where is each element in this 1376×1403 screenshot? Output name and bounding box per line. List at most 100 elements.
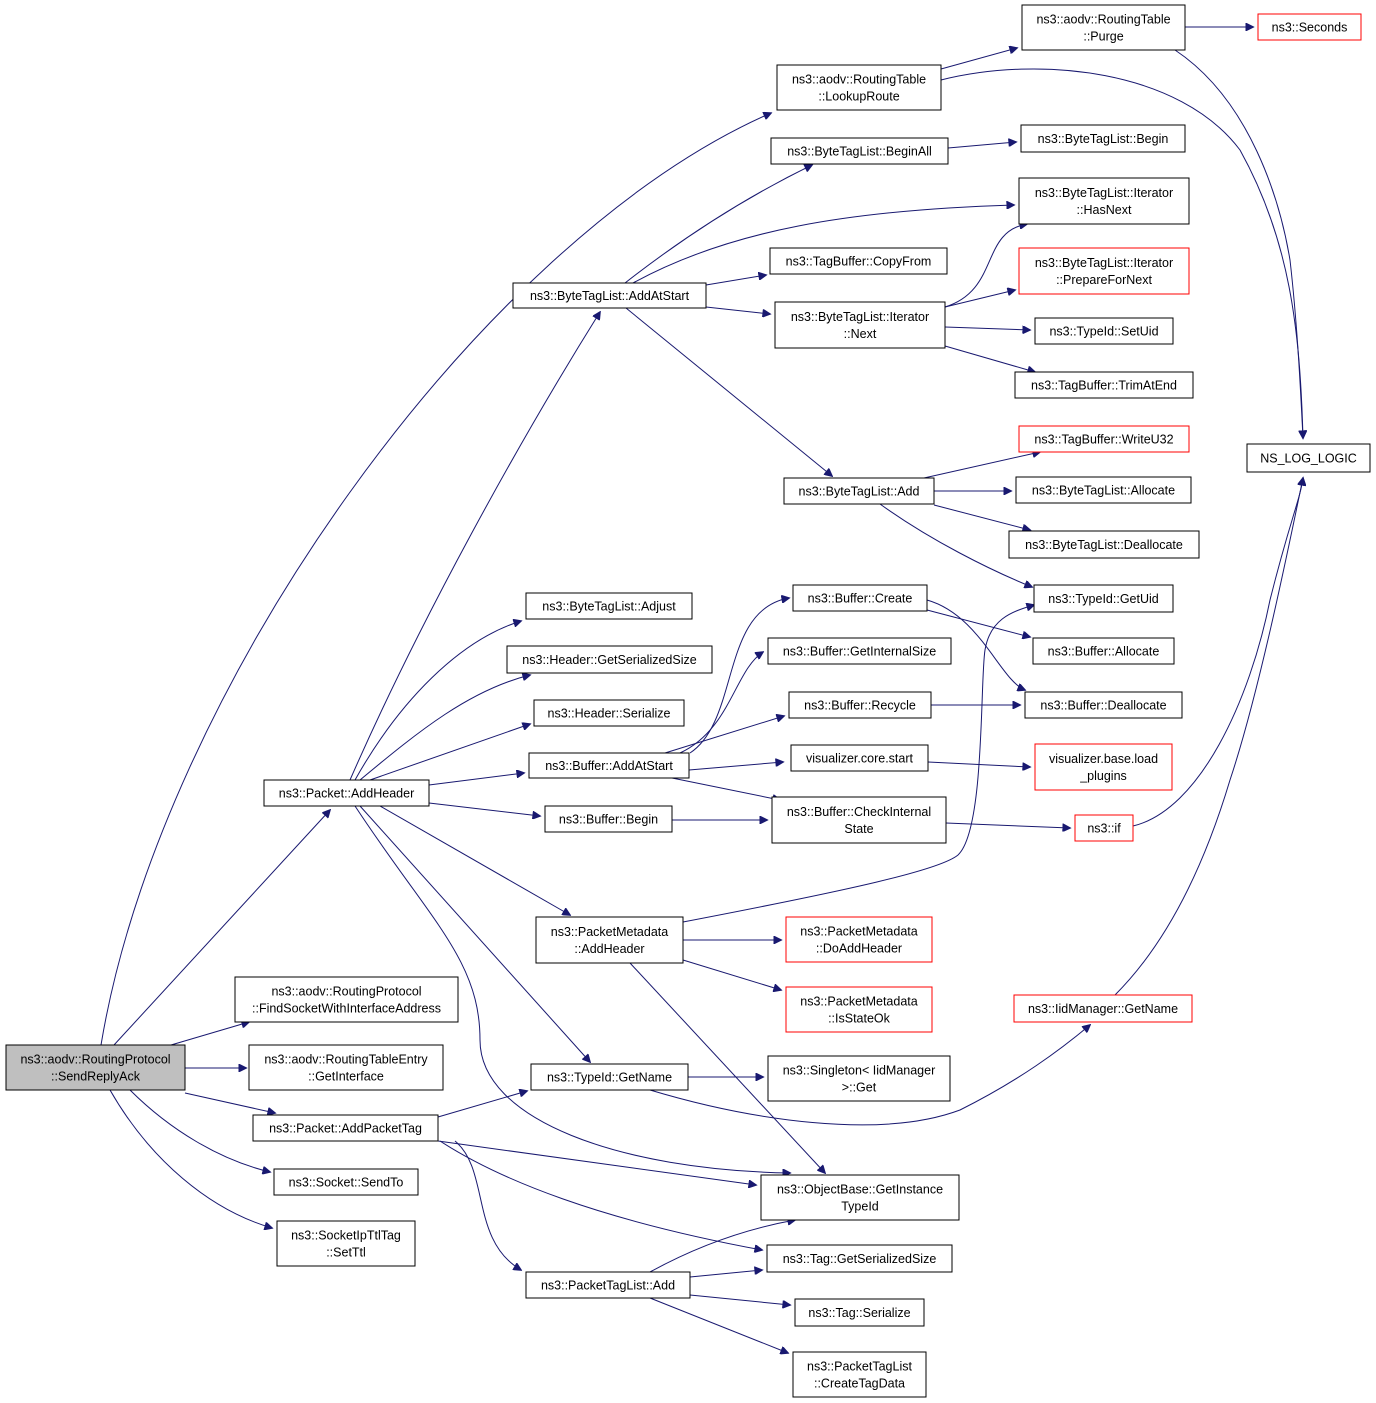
node-label: ns3::Header::Serialize — [548, 707, 671, 721]
node-label: ns3::Seconds — [1272, 21, 1348, 35]
node-label: visualizer.core.start — [806, 752, 914, 766]
node-box — [1034, 743, 1173, 791]
node-singleton[interactable]: ns3::Singleton< IidManager>::Get — [767, 1055, 951, 1102]
node-label: ns3::TypeId::SetUid — [1049, 325, 1158, 339]
node-bufgetinternal[interactable]: ns3::Buffer::GetInternalSize — [767, 637, 952, 665]
node-label: ns3::TagBuffer::TrimAtEnd — [1031, 379, 1177, 393]
node-label: ns3::Buffer::GetInternalSize — [783, 645, 936, 659]
node-box — [1034, 317, 1174, 345]
node-bufbegin[interactable]: ns3::Buffer::Begin — [544, 805, 673, 833]
node-label: ::DoAddHeader — [816, 942, 902, 956]
edge-pktaddheader-to-pmaddheader — [379, 805, 570, 915]
node-box — [790, 744, 929, 772]
edge-root-to-sendto — [129, 1089, 270, 1172]
node-label: ns3::Buffer::Create — [808, 592, 913, 606]
node-nslog[interactable]: NS_LOG_LOGIC — [1246, 443, 1371, 473]
node-label: ns3::aodv::RoutingTableEntry — [264, 1053, 428, 1067]
node-bufaddatstart[interactable]: ns3::Buffer::AddAtStart — [528, 752, 690, 779]
node-label: ::Purge — [1083, 30, 1123, 44]
node-createtagdata[interactable]: ns3::PacketTagList::CreateTagData — [792, 1351, 927, 1398]
node-label: ns3::ObjectBase::GetInstance — [777, 1183, 943, 1197]
node-label: ns3::ByteTagList::BeginAll — [787, 145, 932, 159]
node-box — [252, 1114, 439, 1142]
edge-pktaddheader-to-adjust — [354, 621, 521, 781]
node-hasnext[interactable]: ns3::ByteTagList::Iterator::HasNext — [1018, 177, 1190, 225]
node-addatstart[interactable]: ns3::ByteTagList::AddAtStart — [512, 282, 707, 309]
edge-pktaddheader-to-hdrgetsize — [359, 675, 530, 781]
node-vizstart[interactable]: visualizer.core.start — [790, 744, 929, 772]
node-copyfrom[interactable]: ns3::TagBuffer::CopyFrom — [769, 247, 948, 275]
node-root[interactable]: ns3::aodv::RoutingProtocol::SendReplyAck — [5, 1044, 186, 1091]
node-lookuproute[interactable]: ns3::aodv::RoutingTable::LookupRoute — [776, 64, 942, 111]
node-iternext[interactable]: ns3::ByteTagList::Iterator::Next — [774, 301, 946, 349]
node-box — [525, 592, 693, 620]
node-nsif[interactable]: ns3::if — [1074, 814, 1134, 842]
node-getinterface[interactable]: ns3::aodv::RoutingTableEntry::GetInterfa… — [248, 1044, 444, 1091]
node-getuid[interactable]: ns3::TypeId::GetUid — [1033, 584, 1174, 613]
node-tagserialize[interactable]: ns3::Tag::Serialize — [794, 1298, 925, 1327]
node-pktaddheader[interactable]: ns3::Packet::AddHeader — [263, 779, 430, 807]
node-btldeallocate[interactable]: ns3::ByteTagList::Deallocate — [1008, 530, 1200, 559]
node-vizload[interactable]: visualizer.base.load_plugins — [1034, 743, 1173, 791]
node-btladd[interactable]: ns3::ByteTagList::Add — [783, 477, 935, 505]
node-ptladd[interactable]: ns3::PacketTagList::Add — [525, 1271, 691, 1299]
node-writeu32[interactable]: ns3::TagBuffer::WriteU32 — [1018, 425, 1190, 453]
edge-bufcheck-to-nsif — [945, 822, 1070, 828]
node-btlbegin[interactable]: ns3::ByteTagList::Begin — [1020, 124, 1186, 153]
edge-ptladd-to-createtagdata — [649, 1297, 788, 1353]
node-findsocket[interactable]: ns3::aodv::RoutingProtocol::FindSocketWi… — [234, 976, 459, 1023]
edge-lookuproute-to-purge — [940, 48, 1017, 70]
node-box — [1008, 530, 1200, 559]
edge-typeidgetname-to-iidgetname — [649, 1025, 1090, 1126]
node-addpackettag[interactable]: ns3::Packet::AddPacketTag — [252, 1114, 439, 1142]
node-bufdeallocate[interactable]: ns3::Buffer::Deallocate — [1024, 691, 1183, 719]
node-btlallocate[interactable]: ns3::ByteTagList::Allocate — [1015, 476, 1192, 504]
node-label: ns3::SocketIpTtlTag — [291, 1229, 401, 1243]
node-hdrserialize[interactable]: ns3::Header::Serialize — [533, 699, 685, 727]
node-label: ns3::ByteTagList::Iterator — [1035, 256, 1173, 270]
node-adjust[interactable]: ns3::ByteTagList::Adjust — [525, 592, 693, 620]
node-label: >::Get — [842, 1081, 877, 1095]
node-sendto[interactable]: ns3::Socket::SendTo — [273, 1168, 419, 1196]
node-beginall[interactable]: ns3::ByteTagList::BeginAll — [770, 137, 949, 165]
node-box — [533, 699, 685, 727]
edge-btladd-to-btldeallocate — [933, 504, 1030, 530]
node-label: ns3::ByteTagList::Iterator — [1035, 186, 1173, 200]
node-box — [792, 584, 928, 612]
node-pmisok[interactable]: ns3::PacketMetadata::IsStateOk — [785, 986, 933, 1033]
node-pmaddheader[interactable]: ns3::PacketMetadata::AddHeader — [535, 916, 684, 964]
node-setttl[interactable]: ns3::SocketIpTtlTag::SetTtl — [276, 1220, 416, 1267]
node-label: visualizer.base.load — [1049, 752, 1158, 766]
node-prepare[interactable]: ns3::ByteTagList::Iterator::PrepareForNe… — [1018, 247, 1190, 295]
node-typeidgetname[interactable]: ns3::TypeId::GetName — [530, 1063, 689, 1091]
node-label: ::PrepareForNext — [1056, 273, 1152, 287]
node-box — [1257, 13, 1362, 41]
edge-pktaddheader-to-hdrserialize — [369, 724, 530, 781]
node-bufrecycle[interactable]: ns3::Buffer::Recycle — [788, 691, 932, 719]
node-box — [766, 1244, 953, 1273]
node-trimatend[interactable]: ns3::TagBuffer::TrimAtEnd — [1014, 371, 1194, 399]
node-bufallocate[interactable]: ns3::Buffer::Allocate — [1032, 637, 1175, 665]
node-box — [273, 1168, 419, 1196]
node-purge[interactable]: ns3::aodv::RoutingTable::Purge — [1021, 4, 1186, 51]
node-box — [512, 282, 707, 309]
node-bufcreate[interactable]: ns3::Buffer::Create — [792, 584, 928, 612]
node-label: ::SendReplyAck — [51, 1070, 141, 1084]
node-box — [760, 1174, 960, 1221]
edge-pktaddheader-to-addatstart — [349, 312, 600, 781]
node-hdrgetsize[interactable]: ns3::Header::GetSerializedSize — [506, 645, 713, 674]
node-box — [248, 1044, 444, 1091]
node-label: ns3::ByteTagList::AddAtStart — [530, 289, 690, 303]
node-box — [767, 637, 952, 665]
node-box — [794, 1298, 925, 1327]
node-iidgetname[interactable]: ns3::IidManager::GetName — [1013, 994, 1193, 1023]
node-setuid[interactable]: ns3::TypeId::SetUid — [1034, 317, 1174, 345]
node-seconds[interactable]: ns3::Seconds — [1257, 13, 1362, 41]
node-taggetsize[interactable]: ns3::Tag::GetSerializedSize — [766, 1244, 953, 1273]
edge-bufaddatstart-to-bufrecycle — [664, 716, 784, 754]
node-pmdoadd[interactable]: ns3::PacketMetadata::DoAddHeader — [785, 916, 933, 963]
edge-iternext-to-trimatend — [944, 345, 1035, 372]
node-label: ::IsStateOk — [828, 1012, 891, 1026]
